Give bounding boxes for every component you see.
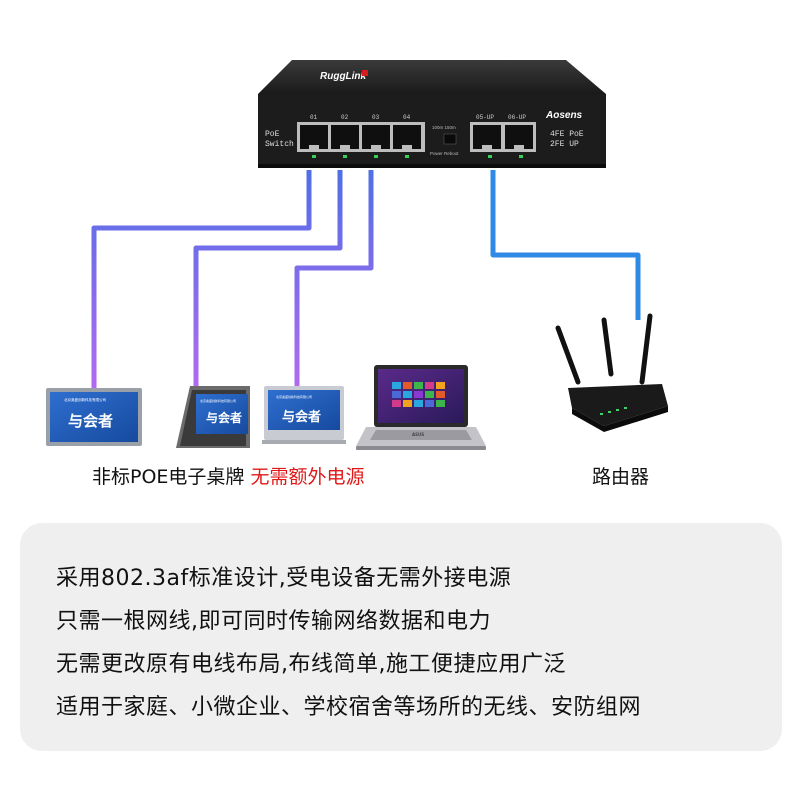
poe-cables xyxy=(91,170,641,388)
cable-uplink xyxy=(490,170,641,320)
wifi-router xyxy=(555,313,668,432)
rj45-port-04[interactable] xyxy=(393,125,421,149)
poe-label-line2: Switch xyxy=(265,140,294,149)
poe-port-group: 01 02 03 04 xyxy=(297,114,425,152)
nameplate-1-org: 北京奥盛创新科技有限公司 xyxy=(64,397,106,402)
switch-brand: RuggLink xyxy=(320,71,367,82)
rj45-port-02[interactable] xyxy=(331,125,359,149)
laptop: ASUS xyxy=(356,365,486,450)
cable-port-01 xyxy=(91,170,312,388)
switch-top-panel xyxy=(258,60,606,94)
feature-line-3: 无需更改原有电线布局,布线简单,施工便捷应用广泛 xyxy=(56,652,566,677)
caption-no-power-note: 无需额外电源 xyxy=(250,466,365,488)
reboot-label: Power Reboot xyxy=(430,151,459,156)
feature-line-1: 采用802.3af标准设计,受电设备无需外接电源 xyxy=(56,566,512,591)
poe-nameplate-2: 北京奥盛创新科技有限公司 与会者 xyxy=(176,386,250,448)
poe-nameplate-3: 北京奥盛创新科技有限公司 与会者 xyxy=(262,386,346,444)
poe-label-line1: PoE xyxy=(265,130,280,139)
port-label-06: 06-UP xyxy=(508,114,526,121)
nameplate-1-text: 与会者 xyxy=(68,412,113,430)
port-label-02: 02 xyxy=(341,114,349,121)
caption-poe-nameplates: 非标POE电子桌牌 无需额外电源 xyxy=(92,462,364,489)
poe-nameplate-1: 北京奥盛创新科技有限公司 与会者 xyxy=(46,388,142,446)
switch-maker: Aosens xyxy=(545,110,583,121)
poe-network-diagram: RuggLink PoE Switch 01 02 xyxy=(46,60,668,450)
caption-nameplate-main: 非标POE电子桌牌 xyxy=(92,466,245,488)
port-label-01: 01 xyxy=(310,114,318,121)
switch-spec-line2: 2FE UP xyxy=(550,140,579,149)
port-label-05: 05-UP xyxy=(476,114,494,121)
switch-spec-line1: 4FE PoE xyxy=(550,130,584,139)
laptop-brand: ASUS xyxy=(412,432,424,437)
cable-port-03 xyxy=(294,170,374,388)
rj45-port-05-up[interactable] xyxy=(473,125,501,149)
speed-label: 100m 150m xyxy=(432,125,456,130)
feature-line-4: 适用于家庭、小微企业、学校宿舍等场所的无线、安防组网 xyxy=(56,695,642,720)
router-leds xyxy=(600,407,627,415)
caption-router: 路由器 xyxy=(592,466,650,488)
nameplate-2-org: 北京奥盛创新科技有限公司 xyxy=(200,398,236,403)
windows-tiles xyxy=(392,382,445,407)
nameplate-3-text: 与会者 xyxy=(282,409,321,425)
router-body xyxy=(568,384,668,426)
uplink-port-group: 05-UP 06-UP xyxy=(470,114,536,152)
nameplate-3-org: 北京奥盛创新科技有限公司 xyxy=(276,394,312,399)
mode-switch[interactable] xyxy=(443,133,457,145)
rj45-port-01[interactable] xyxy=(300,125,328,149)
nameplate-2-text: 与会者 xyxy=(206,410,242,425)
poe-switch: RuggLink PoE Switch 01 02 xyxy=(258,60,606,168)
rj45-port-06-up[interactable] xyxy=(505,125,533,149)
port-leds xyxy=(312,155,523,158)
cable-port-02 xyxy=(193,170,343,388)
rj45-port-03[interactable] xyxy=(362,125,390,149)
port-label-04: 04 xyxy=(403,114,411,121)
feature-panel xyxy=(20,523,782,751)
feature-line-2: 只需一根网线,即可同时传输网络数据和电力 xyxy=(56,609,491,634)
port-label-03: 03 xyxy=(372,114,380,121)
